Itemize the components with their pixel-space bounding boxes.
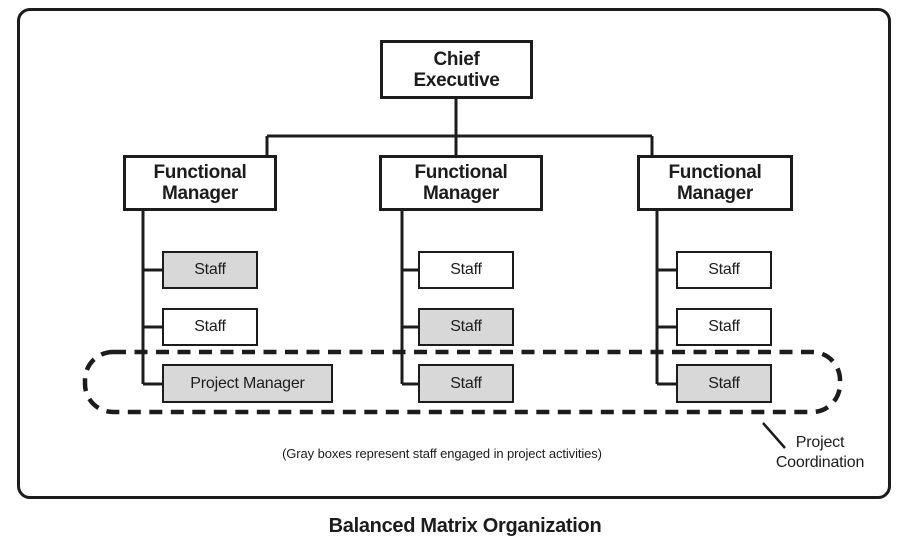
gray-boxes-caption: (Gray boxes represent staff engaged in p… bbox=[282, 446, 602, 461]
functional-manager-box-1: Functional Manager bbox=[123, 155, 277, 211]
project-coordination-label: Project Coordination bbox=[775, 434, 865, 471]
staff-box-col1-row2: Staff bbox=[162, 308, 258, 346]
right-column-spine bbox=[655, 211, 676, 386]
annotation-leader-line bbox=[762, 422, 786, 449]
figure-frame bbox=[17, 8, 891, 499]
left-column-spine bbox=[141, 210, 162, 386]
staff-box-col2-row3: Staff bbox=[418, 364, 514, 403]
project-coordination-capsule bbox=[82, 349, 843, 415]
staff-box-col2-row2: Staff bbox=[418, 308, 514, 346]
staff-box-col3-row2: Staff bbox=[676, 308, 772, 346]
figure-title: Balanced Matrix Organization bbox=[328, 515, 602, 537]
staff-box-col3-row1: Staff bbox=[676, 251, 772, 289]
staff-box-col3-row3: Staff bbox=[676, 364, 772, 403]
staff-box-col1-row1: Staff bbox=[162, 251, 258, 289]
staff-box-col2-row1: Staff bbox=[418, 251, 514, 289]
chief-executive-box: Chief Executive bbox=[380, 40, 533, 99]
project-manager-box: Project Manager bbox=[162, 364, 333, 403]
middle-column-spine bbox=[400, 211, 418, 386]
functional-manager-box-3: Functional Manager bbox=[637, 155, 793, 211]
chief-connector-line bbox=[265, 99, 654, 156]
functional-manager-box-2: Functional Manager bbox=[379, 155, 543, 211]
